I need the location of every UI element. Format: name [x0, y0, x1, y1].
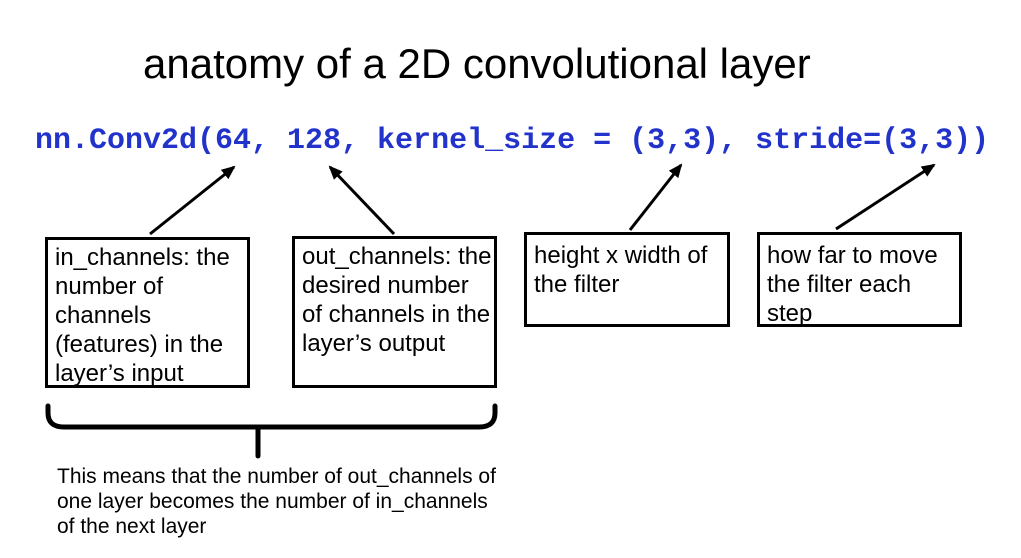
underbrace-span [45, 403, 498, 430]
callout-box-stride: how far to move the filter each step [757, 232, 962, 327]
callout-box-in-channels: in_channels: the number of channels (fea… [45, 237, 250, 388]
note-text: This means that the number of out_channe… [57, 465, 496, 538]
arrow-out-channels-to-128 [328, 165, 396, 236]
arrow-stride-to-3-3 [835, 163, 936, 231]
arrow-kernel-size-to-3-3 [628, 163, 683, 231]
code-line: nn.Conv2d(64, 128, kernel_size = (3,3), … [35, 124, 990, 158]
page-title: anatomy of a 2D convolutional layer [143, 40, 811, 87]
callout-box-out-channels: out_channels: the desired number of chan… [292, 236, 497, 388]
callout-box-kernel-size: height x width of the filter [524, 232, 730, 327]
arrow-in-channels-to-64 [149, 165, 236, 236]
